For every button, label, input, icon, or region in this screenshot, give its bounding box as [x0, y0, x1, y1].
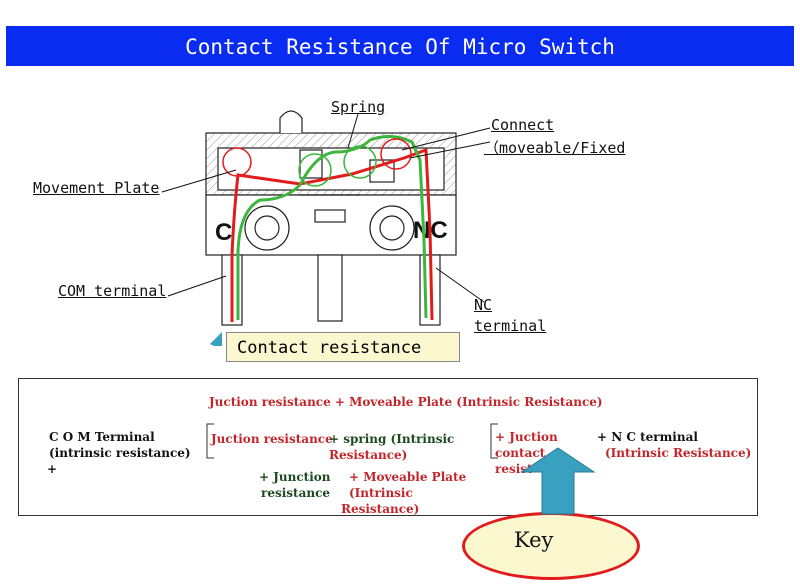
resistance-summary-box: Juction resistance + Moveable Plate (Int…	[18, 378, 758, 516]
summary-top-line: Juction resistance + Moveable Plate (Int…	[209, 395, 603, 409]
spring-text-1: + spring (Intrinsic	[329, 432, 455, 446]
red-current-path	[230, 147, 434, 322]
moveable-plate-text-2: (Intrinsic	[349, 486, 413, 500]
junction-resistance-text-b: resistance	[261, 486, 331, 500]
juction-contact-text-1: + Juction	[495, 430, 558, 444]
movement-plate-label: Movement Plate	[33, 179, 160, 197]
spring-text-2: Resistance)	[329, 448, 408, 462]
com-plus: +	[47, 462, 58, 476]
nc-terminal-text-2: (Intrinsic Resistance)	[605, 446, 752, 460]
moveable-fixed-label: （moveable/Fixed	[484, 139, 626, 157]
spring-circle-1	[298, 153, 332, 187]
connect-label: Connect	[491, 116, 555, 134]
moveable-plate-text-1: + Moveable Plate	[349, 470, 467, 484]
green-current-path	[236, 135, 428, 320]
com-terminal-text-2: (intrinsic resistance)	[49, 446, 191, 460]
spring-label: Spring	[331, 98, 386, 116]
com-terminal-text-1: C O M Terminal	[49, 430, 155, 444]
contact-arrow-marker	[210, 332, 222, 346]
nc-terminal-label-line2: terminal	[474, 317, 547, 335]
juction-contact-text-2: contact	[495, 446, 546, 460]
junction-resistance-text: Juction resistance	[211, 432, 333, 446]
contact-resistance-box: Contact resistance	[226, 332, 460, 362]
bracket-left	[206, 423, 214, 459]
key-arrow-icon	[520, 447, 596, 515]
spring-circle-2	[343, 145, 377, 179]
c-terminal-mark: C	[215, 219, 232, 246]
micro-switch-diagram: C NC	[161, 110, 491, 346]
leader-lines	[161, 113, 491, 303]
page-title: Contact Resistance Of Micro Switch	[6, 26, 794, 66]
moveable-plate-text-3: Resistance)	[341, 502, 420, 516]
switch-housing	[205, 110, 457, 326]
bracket-mid	[490, 423, 498, 459]
junction-circle-red-left	[222, 147, 252, 177]
junction-circle-red-right	[380, 138, 412, 170]
junction-resistance-text-a: + Junction	[259, 470, 331, 484]
nc-terminal-text-1: + N C terminal	[597, 430, 698, 444]
key-label: Key	[514, 528, 554, 552]
com-terminal-label: COM terminal	[58, 282, 167, 300]
nc-terminal-label-line1: NC	[474, 296, 493, 314]
